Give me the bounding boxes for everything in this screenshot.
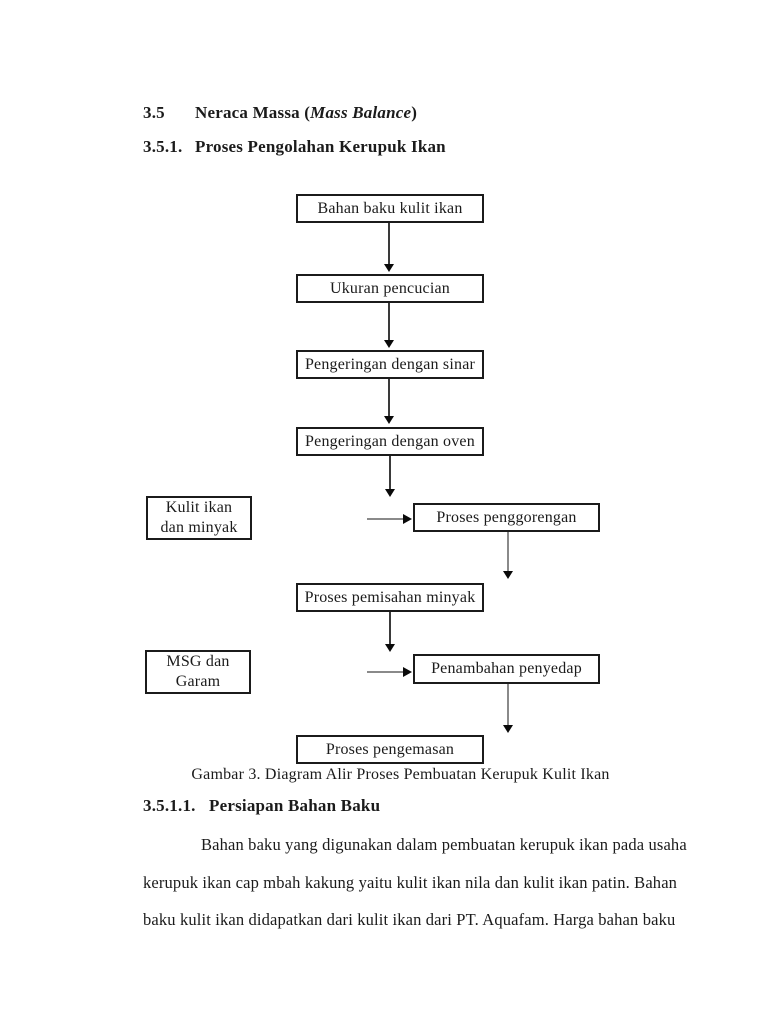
section-title-italic: Mass Balance bbox=[310, 103, 412, 122]
down-arrow-icon bbox=[388, 223, 390, 264]
flow-box-label: Bahan baku kulit ikan bbox=[317, 199, 463, 217]
flow-box-bahan-baku: Bahan baku kulit ikan bbox=[296, 194, 484, 223]
section-number: 3.5 bbox=[143, 103, 165, 122]
body-paragraph: Bahan baku yang digunakan dalam pembuata… bbox=[143, 826, 687, 939]
flow-box-label: Pengeringan dengan oven bbox=[305, 432, 475, 450]
figure-caption: Gambar 3. Diagram Alir Proses Pembuatan … bbox=[191, 766, 610, 783]
section-title: Persiapan Bahan Baku bbox=[209, 796, 381, 815]
section-title-prefix: Neraca Massa ( bbox=[195, 103, 311, 122]
flow-box-pengeringan-sinar: Pengeringan dengan sinar bbox=[296, 350, 484, 379]
section-number: 3.5.1. bbox=[143, 137, 183, 156]
flow-box-label: Proses penggorengan bbox=[436, 508, 577, 526]
section-title-suffix: ) bbox=[411, 103, 418, 122]
flow-box-label: MSG dan Garam bbox=[166, 653, 230, 690]
flow-box-label: Kulit ikan dan minyak bbox=[160, 499, 238, 536]
flow-box-pemisahan-minyak: Proses pemisahan minyak bbox=[296, 583, 484, 612]
paragraph-line: baku kulit ikan didapatkan dari kulit ik… bbox=[143, 910, 676, 929]
right-arrow-icon bbox=[367, 518, 403, 520]
section-number: 3.5.1.1. bbox=[143, 796, 196, 815]
flow-box-label: Pengeringan dengan sinar bbox=[304, 355, 476, 373]
section-heading-3-5-1: 3.5.1. Proses Pengolahan Kerupuk Ikan bbox=[143, 137, 446, 157]
flow-box-msg-garam: MSG dan Garam bbox=[145, 650, 251, 694]
flow-box-label: Penambahan penyedap bbox=[431, 660, 582, 677]
flow-box-label: Proses pemisahan minyak bbox=[304, 588, 476, 606]
down-arrow-icon bbox=[389, 456, 391, 489]
down-arrow-icon bbox=[389, 612, 391, 644]
paragraph-line: kerupuk ikan cap mbah kakung yaitu kulit… bbox=[143, 872, 678, 892]
flow-box-penggorengan: Proses penggorengan bbox=[413, 503, 600, 532]
flow-box-label: Proses pengemasan bbox=[325, 740, 455, 758]
down-arrow-icon bbox=[507, 532, 509, 571]
flow-box-kulit-ikan-minyak: Kulit ikan dan minyak bbox=[146, 496, 252, 540]
section-heading-3-5-1-1: 3.5.1.1. Persiapan Bahan Baku bbox=[143, 796, 380, 816]
down-arrow-icon bbox=[388, 379, 390, 416]
flow-box-ukuran-pencucian: Ukuran pencucian bbox=[296, 274, 484, 303]
section-heading-3-5: 3.5 Neraca Massa (Mass Balance) bbox=[143, 103, 417, 123]
section-title: Proses Pengolahan Kerupuk Ikan bbox=[195, 137, 446, 156]
down-arrow-icon bbox=[388, 303, 390, 340]
flow-box-penambahan-penyedap: Penambahan penyedap bbox=[413, 654, 600, 684]
flow-box-pengemasan: Proses pengemasan bbox=[296, 735, 484, 764]
right-arrow-icon bbox=[367, 671, 403, 673]
flow-box-pengeringan-oven: Pengeringan dengan oven bbox=[296, 427, 484, 456]
down-arrow-icon bbox=[507, 684, 509, 725]
flow-box-label: Ukuran pencucian bbox=[329, 279, 451, 297]
paragraph-line: Bahan baku yang digunakan dalam pembuata… bbox=[201, 835, 687, 854]
